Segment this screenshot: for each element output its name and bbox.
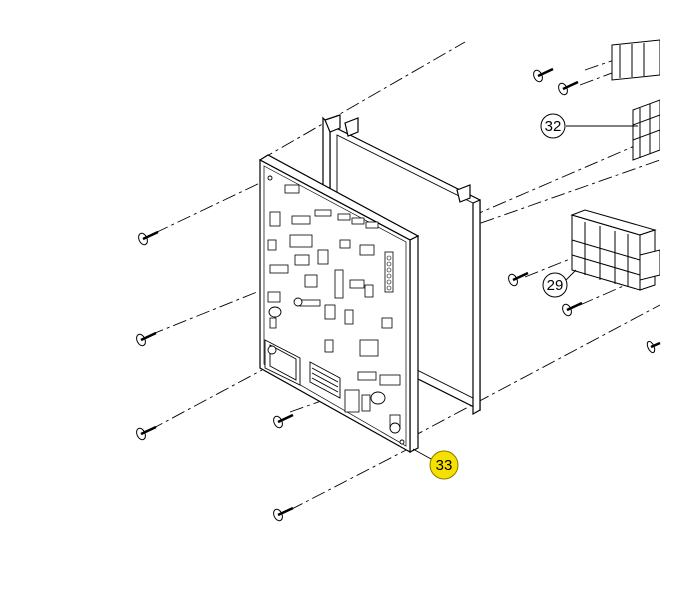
callout-label-33: 33 <box>436 457 453 474</box>
callout-32: 32 <box>540 113 638 139</box>
screw-7 <box>558 80 579 96</box>
callout-label-32: 32 <box>545 118 562 135</box>
terminal-block-top <box>611 39 660 81</box>
screw-9 <box>562 301 583 317</box>
terminal-blocks <box>570 39 660 291</box>
screw-1 <box>138 230 159 246</box>
screw-2 <box>136 331 157 347</box>
screw-6 <box>533 67 554 83</box>
callout-33: 33 <box>412 448 459 480</box>
callout-29: 29 <box>542 269 577 298</box>
terminal-block-32 <box>632 99 660 161</box>
screws <box>136 67 661 522</box>
callout-label-29: 29 <box>547 277 564 294</box>
terminal-block-29 <box>570 209 660 291</box>
screw-5 <box>273 506 294 522</box>
screw-10 <box>646 340 661 354</box>
screw-8 <box>508 271 529 287</box>
screw-3 <box>136 425 157 441</box>
screw-4 <box>273 413 294 429</box>
control-board <box>258 154 420 454</box>
